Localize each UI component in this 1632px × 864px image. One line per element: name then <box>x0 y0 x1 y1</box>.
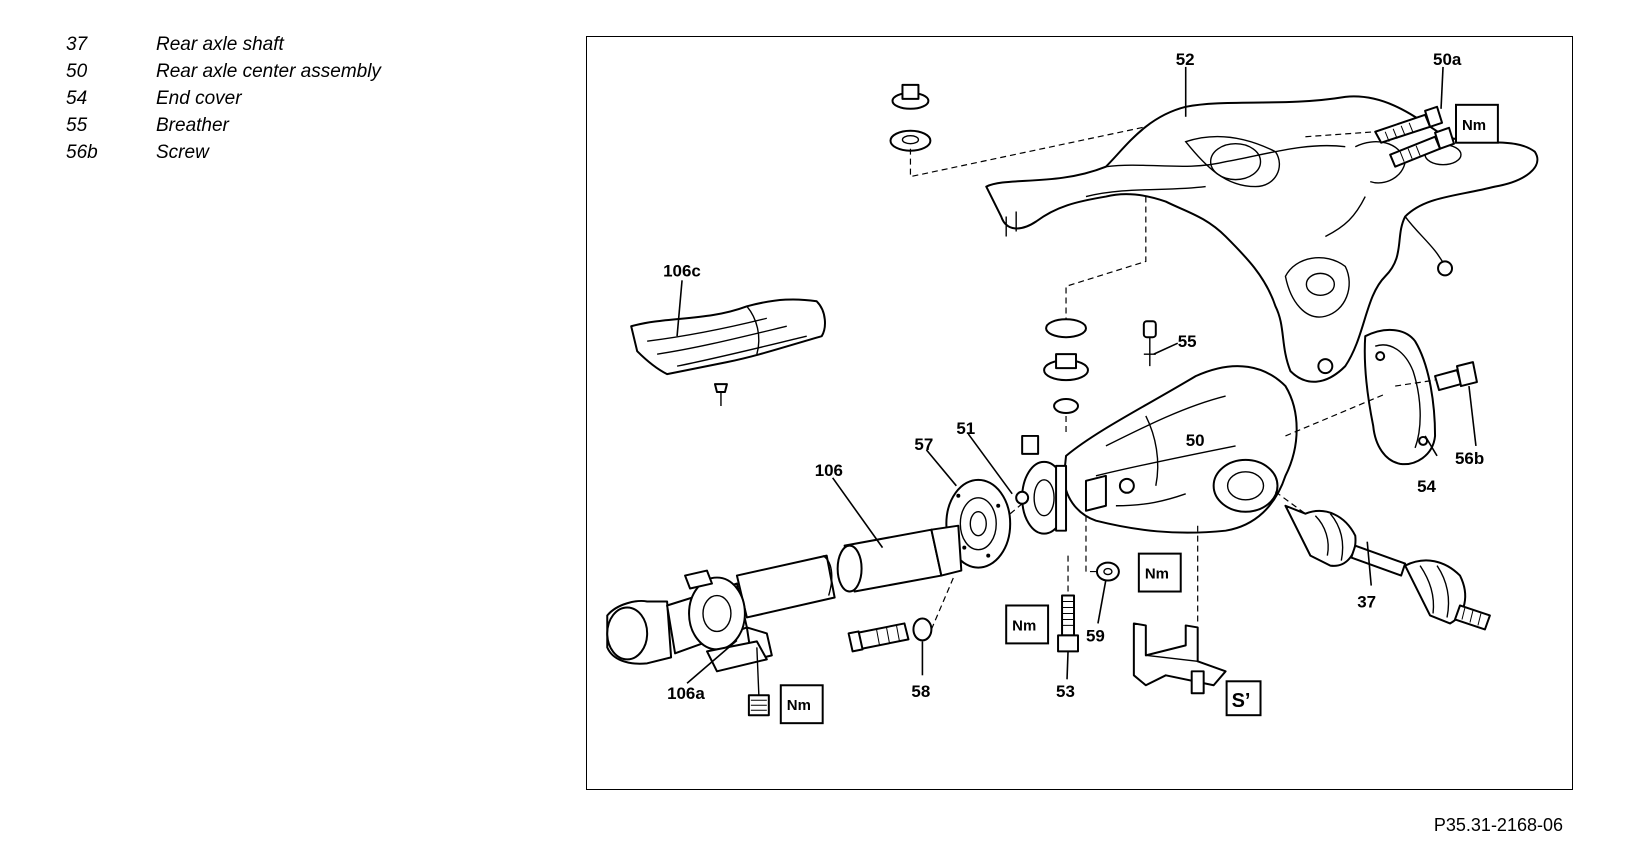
legend-row-54: 54 End cover <box>66 85 506 112</box>
legend-row-37: 37 Rear axle shaft <box>66 31 506 58</box>
legend-row-50: 50 Rear axle center assembly <box>66 58 506 85</box>
callout-50: 50 <box>1186 431 1205 450</box>
legend-description: Screw <box>156 141 209 163</box>
bolt-and-washer-58 <box>847 575 955 653</box>
rear-axle-exploded-diagram: 52 50a 106c 55 51 57 106 50 54 56b 37 59… <box>606 50 1539 725</box>
callout-106: 106 <box>815 461 843 480</box>
torque-box-50a: Nm <box>1455 103 1499 144</box>
callout-labels: 52 50a 106c 55 51 57 106 50 54 56b 37 59… <box>663 50 1484 703</box>
special-tool-marker: S’ <box>1225 680 1262 717</box>
torque-box-53: Nm <box>1005 604 1050 645</box>
callout-53: 53 <box>1056 682 1075 701</box>
rear-axle-shaft-37 <box>1275 491 1491 631</box>
legend-number: 37 <box>66 33 88 55</box>
callout-51: 51 <box>956 419 975 438</box>
heat-shield-106c <box>630 298 826 407</box>
callout-52: 52 <box>1176 50 1195 69</box>
callout-57: 57 <box>914 435 933 454</box>
torque-box-59: Nm <box>1137 552 1182 593</box>
legend-description: Rear axle shaft <box>156 33 284 55</box>
upper-mount-washers <box>889 83 1146 178</box>
legend-row-55: 55 Breather <box>66 112 506 139</box>
parts-legend: 37 Rear axle shaft 50 Rear axle center a… <box>66 31 506 166</box>
torque-label: Nm <box>1012 617 1036 634</box>
torque-label: Nm <box>1145 566 1169 583</box>
callout-leaders <box>676 66 1477 684</box>
torque-label: Nm <box>1462 117 1486 134</box>
rear-axle-center-assembly-50 <box>1021 365 1298 534</box>
legend-number: 54 <box>66 87 88 109</box>
callout-54: 54 <box>1417 477 1436 496</box>
legend-description: Rear axle center assembly <box>156 60 381 82</box>
callout-59: 59 <box>1086 626 1105 645</box>
callout-50a: 50a <box>1433 50 1462 69</box>
flex-disc-57 <box>945 478 1023 569</box>
callout-55: 55 <box>1178 332 1197 351</box>
callout-56b: 56b <box>1455 449 1484 468</box>
nut-59 <box>1085 515 1120 582</box>
callout-58: 58 <box>911 682 930 701</box>
torque-markers: Nm Nm Nm Nm <box>779 103 1499 725</box>
screw-56b <box>1395 361 1478 392</box>
figure-code: P35.31-2168-06 <box>1433 815 1563 835</box>
lower-mount-stack <box>1043 196 1147 436</box>
callout-106a: 106a <box>667 684 705 703</box>
bolts-50a <box>1305 105 1456 168</box>
legend-row-56b: 56b Screw <box>66 139 506 166</box>
legend-number: 56b <box>66 141 98 163</box>
torque-label: Nm <box>787 697 811 714</box>
stud-53 <box>1057 555 1080 653</box>
legend-number: 50 <box>66 60 88 82</box>
callout-37: 37 <box>1357 592 1376 611</box>
rear-axle-carrier-52 <box>985 95 1539 383</box>
end-cover-54 <box>1285 328 1437 466</box>
breather-55 <box>1142 320 1157 367</box>
support-tool <box>1132 525 1227 695</box>
propeller-shaft-106 <box>735 524 963 619</box>
center-bearing-106a <box>606 569 773 717</box>
flange-51 <box>1015 460 1068 535</box>
legend-description: End cover <box>156 87 242 109</box>
special-tool-symbol: S’ <box>1232 690 1251 712</box>
callout-106c: 106c <box>663 261 701 280</box>
legend-number: 55 <box>66 114 88 136</box>
legend-description: Breather <box>156 114 229 136</box>
exploded-view-figure: 52 50a 106c 55 51 57 106 50 54 56b 37 59… <box>586 36 1573 790</box>
torque-box-106a: Nm <box>779 684 824 725</box>
